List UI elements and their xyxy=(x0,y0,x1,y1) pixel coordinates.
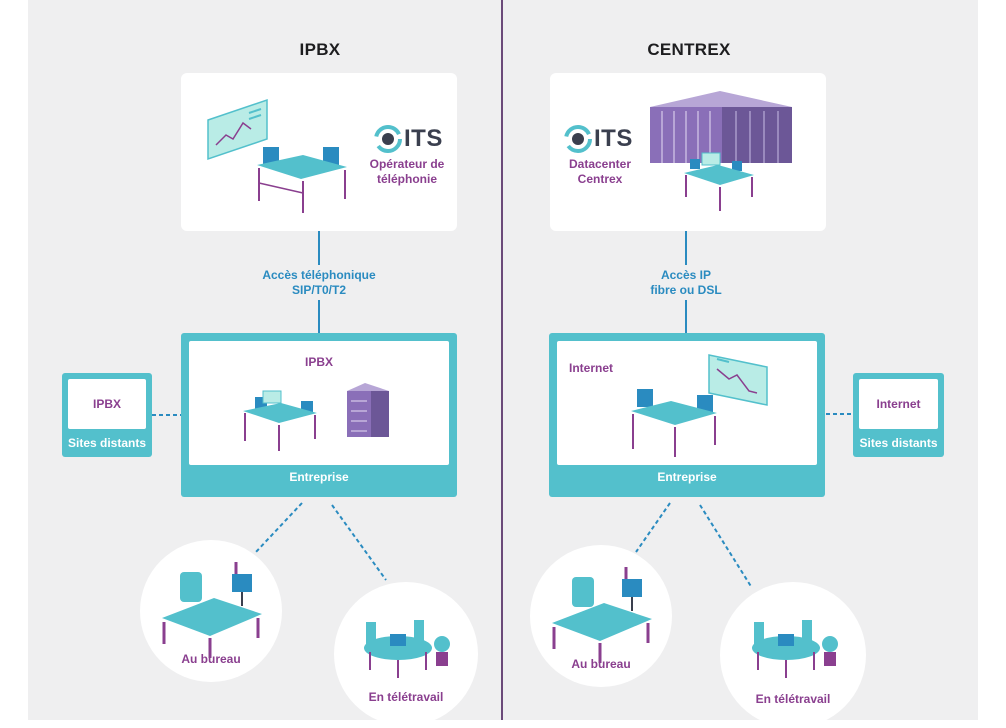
ipbx-office-circle: Au bureau xyxy=(140,540,282,682)
server-rack-icon xyxy=(347,383,389,437)
site-box-label: IPBX xyxy=(92,397,121,411)
operator-caption: Opérateur de téléphonie xyxy=(369,157,445,186)
centrex-datacenter-card: ITS Datacenter Centrex xyxy=(550,73,826,231)
centrex-enterprise-block: Internet Entreprise xyxy=(549,333,825,497)
ipbx-operator-card: ITS Opérateur de téléphonie xyxy=(181,73,457,231)
ipbx-remote-site: IPBX Sites distants xyxy=(62,373,152,457)
access-line-bottom xyxy=(318,300,320,333)
its-logo-icon xyxy=(564,125,592,153)
site-box: IPBX xyxy=(68,379,146,429)
centrex-remote-site: Internet Sites distants xyxy=(853,373,944,457)
office-label: Au bureau xyxy=(571,657,631,671)
access-line-top xyxy=(318,231,320,265)
whiteboard-icon xyxy=(207,98,268,161)
remote-work-icon xyxy=(364,620,450,678)
ipbx-enterprise-block: IPBX xyxy=(181,333,457,497)
centrex-office-circle: Au bureau xyxy=(530,545,672,687)
datacenter-illustration xyxy=(650,91,792,211)
centrex-link-label: Accès IP fibre ou DSL xyxy=(650,268,722,297)
ipbx-link-label: Accès téléphonique SIP/T0/T2 xyxy=(262,268,376,297)
office-desk-icon xyxy=(552,567,652,663)
center-divider xyxy=(501,0,503,720)
meeting-room-illustration xyxy=(207,98,347,213)
office-server-illustration xyxy=(243,383,389,451)
its-logo-text: ITS xyxy=(594,125,633,152)
enterprise-room: IPBX xyxy=(189,341,449,465)
meeting-table-icon xyxy=(631,389,717,457)
access-line-bottom xyxy=(685,300,687,333)
enterprise-label: Entreprise xyxy=(657,470,717,484)
remote-label: En télétravail xyxy=(755,692,831,706)
access-line-top xyxy=(685,231,687,265)
whiteboard-icon xyxy=(708,354,768,406)
site-box-label: Internet xyxy=(876,397,921,411)
centrex-title: CENTREX xyxy=(647,40,731,59)
office-desk-icon xyxy=(162,562,262,658)
desk-group-icon xyxy=(243,390,317,451)
enterprise-label: Entreprise xyxy=(289,470,349,484)
enterprise-room-label: IPBX xyxy=(304,355,333,369)
enterprise-room: Internet xyxy=(557,341,817,465)
its-logo-text: ITS xyxy=(404,125,443,152)
office-label: Au bureau xyxy=(181,652,241,666)
datacenter-caption: Datacenter Centrex xyxy=(568,157,632,186)
centrex-remote-circle: En télétravail xyxy=(720,582,866,728)
ipbx-title: IPBX xyxy=(299,40,341,59)
remote-label: En télétravail xyxy=(368,690,444,704)
meeting-table-icon xyxy=(257,147,347,213)
desk-group-icon xyxy=(684,152,754,211)
remote-work-icon xyxy=(752,620,838,678)
site-box: Internet xyxy=(859,379,938,429)
site-label: Sites distants xyxy=(67,436,147,450)
server-racks-icon xyxy=(650,91,792,163)
ipbx-remote-circle: En télétravail xyxy=(334,582,478,726)
enterprise-room-label: Internet xyxy=(569,361,614,375)
its-logo-icon xyxy=(374,125,402,153)
site-label: Sites distants xyxy=(859,436,938,450)
office-whiteboard-illustration xyxy=(631,354,768,457)
